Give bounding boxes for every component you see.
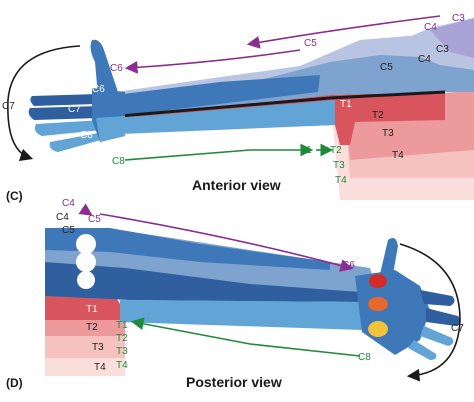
arrow-c8-t1-posterior (130, 317, 361, 357)
zone-label-t4-posterior: T4 (94, 362, 106, 373)
thumb-anterior (90, 39, 118, 96)
label-c7-arrow-posterior: C7 (451, 323, 464, 334)
zone-label-c3-anterior: C3 (436, 44, 449, 55)
posterior-arm (45, 228, 461, 376)
arrow-c7-anterior (7, 45, 81, 162)
hand-spot-red (369, 274, 387, 288)
zone-label-t1-posterior: T1 (86, 304, 98, 315)
zone-label-c4-anterior: C4 (418, 54, 431, 65)
finger-index-anterior (30, 94, 98, 106)
zone-label-t2-anterior: T2 (372, 110, 384, 121)
label-c6-arrow-posterior: C6 (342, 260, 355, 271)
panel-letter-d: (D) (6, 376, 23, 390)
finger-little-anterior (49, 132, 108, 152)
hand-posterior (355, 270, 430, 355)
label-t3-arrow-anterior: T3 (333, 160, 345, 171)
label-c8-arrow-posterior: C8 (358, 352, 371, 363)
label-t2-arrow-posterior: T2 (116, 333, 128, 344)
zone-label-t1-anterior: T1 (340, 99, 352, 110)
zone-label-c8-anterior: C8 (80, 130, 93, 141)
zone-c8-forearm-posterior (120, 300, 362, 330)
zone-label-t3-posterior: T3 (92, 342, 104, 353)
zone-label-c6-anterior: C6 (92, 84, 105, 95)
hand-spot-yellow (368, 321, 388, 337)
label-c7-arrow-anterior: C7 (2, 101, 15, 112)
label-c4-arrow-posterior: C4 (62, 198, 75, 209)
thumb-posterior (380, 238, 398, 280)
zone-t2-posterior (45, 316, 125, 336)
zone-t3-posterior (45, 330, 125, 358)
zone-label-c7-anterior: C7 (68, 104, 81, 115)
panel-letter-c: (C) (6, 189, 23, 203)
shoulder-spot-2 (76, 252, 96, 272)
label-c8-arrow-anterior: C8 (112, 156, 125, 167)
zone-c3-anterior (430, 18, 474, 58)
finger-index-posterior (420, 290, 455, 306)
zone-label-t2-posterior: T2 (86, 322, 98, 333)
zone-c6-upper-posterior (45, 228, 330, 270)
finger-ring-posterior (420, 326, 454, 346)
zone-label-c5-posterior: C5 (62, 225, 75, 236)
zone-label-c5-anterior: C5 (380, 62, 393, 73)
arrow-c8-t1-anterior (124, 143, 314, 161)
label-c4-arrow-anterior: C4 (424, 22, 437, 33)
arrow-c7-posterior (399, 243, 461, 382)
axial-line-anterior (119, 90, 446, 118)
label-t1-arrow-posterior: T1 (116, 320, 128, 331)
label-c5-arrow-posterior: C5 (88, 214, 101, 225)
label-c3-arrow-anterior: C3 (452, 13, 465, 24)
zone-label-t3-anterior: T3 (382, 128, 394, 139)
palm-ulnar-anterior (96, 116, 125, 142)
posterior-view-title: Posterior view (186, 374, 282, 390)
arrow-c5-c6-anterior (124, 49, 301, 74)
zone-c8-forearm-anterior (120, 100, 335, 134)
label-t4-arrow-anterior: T4 (335, 175, 347, 186)
finger-little-posterior (408, 340, 437, 360)
shoulder-spot-1 (76, 234, 96, 254)
zone-t1-posterior (45, 296, 125, 320)
label-t3-arrow-posterior: T3 (116, 346, 128, 357)
anterior-view-title: Anterior view (192, 177, 281, 193)
zone-label-t4-anterior: T4 (392, 150, 404, 161)
finger-middle-anterior (28, 106, 101, 120)
finger-ring-anterior (34, 120, 102, 136)
label-c5-arrow-anterior: C5 (304, 38, 317, 49)
hand-spot-orange (368, 297, 388, 311)
zone-c6-forearm-anterior (90, 75, 320, 116)
label-t1-arrow-anterior: T1 (300, 145, 312, 156)
arrow-c5-c6-posterior (99, 213, 354, 272)
zone-label-c4-posterior: C4 (56, 212, 69, 223)
anterior-arm (28, 18, 474, 200)
finger-middle-posterior (426, 308, 461, 326)
label-c6-arrow-anterior: C6 (110, 63, 123, 74)
shoulder-spot-3 (77, 271, 95, 289)
label-t2-arrow-anterior: T2 (330, 145, 342, 156)
arrow-c3-c5-anterior (246, 15, 441, 49)
arrow-c4-c5-posterior (78, 203, 93, 216)
label-t4-arrow-posterior: T4 (116, 360, 128, 371)
zone-c7-upper-posterior (45, 262, 360, 302)
